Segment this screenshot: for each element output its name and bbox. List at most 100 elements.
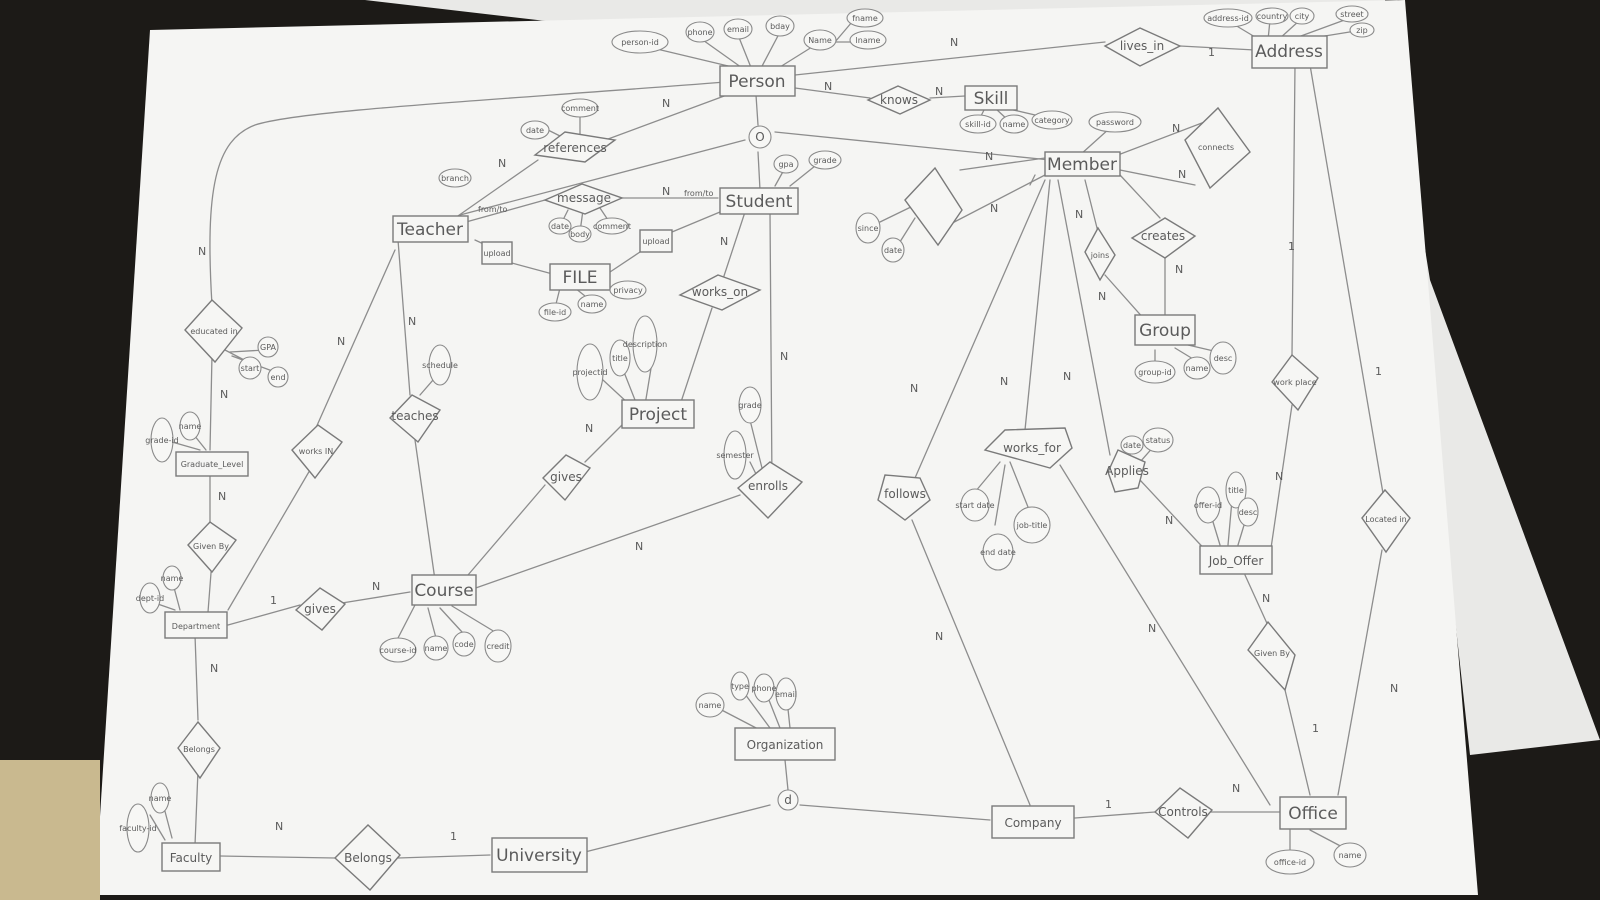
entity-file: FILE <box>549 263 611 291</box>
attr-course-id: course-id <box>380 646 417 655</box>
rel-knows: knows <box>866 85 932 115</box>
rel-located-in: Located in <box>1361 488 1411 554</box>
entity-faculty: Faculty <box>161 842 221 872</box>
rel-label: references <box>543 141 607 155</box>
cardinality-label: N <box>662 185 670 198</box>
rel-lives-in: lives_in <box>1103 27 1182 67</box>
attr-office-id: office-id <box>1274 858 1306 867</box>
attr-apply-date: date <box>1123 441 1141 450</box>
cardinality-label: N <box>210 662 218 675</box>
cardinality-label: 1 <box>450 830 457 843</box>
attr-projectid: projectid <box>572 368 607 377</box>
entity-label: Group <box>1139 321 1191 341</box>
attr-file-name: name <box>581 300 604 309</box>
rel-label: lives_in <box>1120 39 1164 53</box>
attr-street: street <box>1340 10 1363 19</box>
attr-ref-date: date <box>526 126 544 135</box>
entity-office: Office <box>1279 796 1347 830</box>
disjoint-label: d <box>784 793 792 807</box>
rel-creates: creates <box>1130 217 1197 259</box>
rel-connects: connects <box>1184 106 1251 190</box>
cardinality-marks: N 1 N N N N N N N N N N N N N N N 1 N N … <box>198 36 1398 843</box>
rel-teaches: teaches <box>388 394 442 444</box>
entity-skill: Skill <box>964 85 1018 111</box>
rel-label: creates <box>1141 229 1185 243</box>
entity-label: Person <box>728 72 785 92</box>
attr-description: description <box>623 340 667 349</box>
rel-educated-in: educated in <box>184 299 243 364</box>
rel-label: enrolls <box>748 479 788 493</box>
rel-label: connects <box>1198 143 1234 152</box>
rel-label: follows <box>884 487 926 501</box>
attributes: person-id phone email bday Name fname ln… <box>119 5 1375 875</box>
entity-student: Student <box>719 187 799 215</box>
cardinality-label: 1 <box>1312 722 1319 735</box>
disjoint-circle <box>777 789 799 811</box>
entities: Person Address Skill Member Teacher Stud… <box>161 35 1347 873</box>
rel-joins: joins <box>1084 226 1116 282</box>
attr-dept-name: name <box>161 574 184 583</box>
entity-label: University <box>496 846 582 866</box>
role-upload-student: upload <box>642 237 669 246</box>
entity-organization: Organization <box>734 727 836 761</box>
entity-teacher: Teacher <box>392 215 469 243</box>
entity-label: Office <box>1288 804 1338 824</box>
entity-label: Graduate_Level <box>181 460 244 469</box>
cardinality-label: 1 <box>1375 365 1382 378</box>
attr-faculty-name: name <box>149 794 172 803</box>
attr-file-id: file-id <box>544 308 566 317</box>
cardinality-label: 1 <box>1208 46 1215 59</box>
attr-gpa: gpa <box>778 160 793 169</box>
cardinality-label: N <box>1232 782 1240 795</box>
cardinality-label: N <box>780 350 788 363</box>
attr-end: end <box>270 373 285 382</box>
attr-org-phone: phone <box>751 684 776 693</box>
rel-message: message <box>543 183 624 215</box>
rel-label: Given By <box>1254 649 1290 658</box>
cardinality-label: N <box>1165 514 1173 527</box>
attr-title: title <box>612 354 628 363</box>
entity-label: Organization <box>747 738 824 752</box>
cardinality-label: N <box>662 97 670 110</box>
role-upload-teacher: upload <box>483 249 510 258</box>
entity-label: Project <box>629 405 687 425</box>
entity-job-offer: Job_Offer <box>1199 545 1273 575</box>
cardinality-label: N <box>337 335 345 348</box>
rel-label: work place <box>1273 378 1317 387</box>
attr-country: country <box>1257 12 1288 21</box>
attr-dept-id: dept-id <box>136 594 164 603</box>
attr-start: start <box>241 364 260 373</box>
entity-label: Department <box>172 622 220 631</box>
overlap-label: O <box>755 130 764 144</box>
attr-lname: lname <box>856 36 881 45</box>
entity-label: Teacher <box>396 220 463 240</box>
cardinality-label: 1 <box>1288 240 1295 253</box>
rel-belongs-univ: Belongs <box>333 824 401 892</box>
attr-edu-gpa: GPA <box>260 343 277 352</box>
attr-schedule: schedule <box>422 361 458 370</box>
attr-semester: semester <box>716 451 754 460</box>
rel-belongs-faculty: Belongs <box>177 720 221 780</box>
entity-label: Company <box>1004 816 1061 830</box>
attr-msg-date: date <box>551 222 569 231</box>
attr-conn-date: date <box>884 246 902 255</box>
attr-faculty-id: faculty-id <box>119 824 156 833</box>
cardinality-label: N <box>1390 682 1398 695</box>
cardinality-label: N <box>824 80 832 93</box>
attr-grade-id: grade-id <box>145 436 178 445</box>
rel-works-on: works_on <box>678 274 762 311</box>
cardinality-label: N <box>985 150 993 163</box>
rel-controls: Controls <box>1153 787 1214 839</box>
attr-offer-id: offer-id <box>1194 501 1222 510</box>
attr-msg-comment: comment <box>593 222 631 231</box>
cardinality-label: N <box>1175 263 1183 276</box>
rel-label: Controls <box>1158 805 1208 819</box>
relationships: lives_in knows references message connec… <box>177 27 1411 892</box>
attr-org-name: name <box>699 701 722 710</box>
attr-grade: grade <box>813 156 836 165</box>
entity-member: Member <box>1044 151 1121 177</box>
cardinality-label: N <box>372 580 380 593</box>
rel-label: Given By <box>193 542 229 551</box>
cardinality-label: N <box>1275 470 1283 483</box>
